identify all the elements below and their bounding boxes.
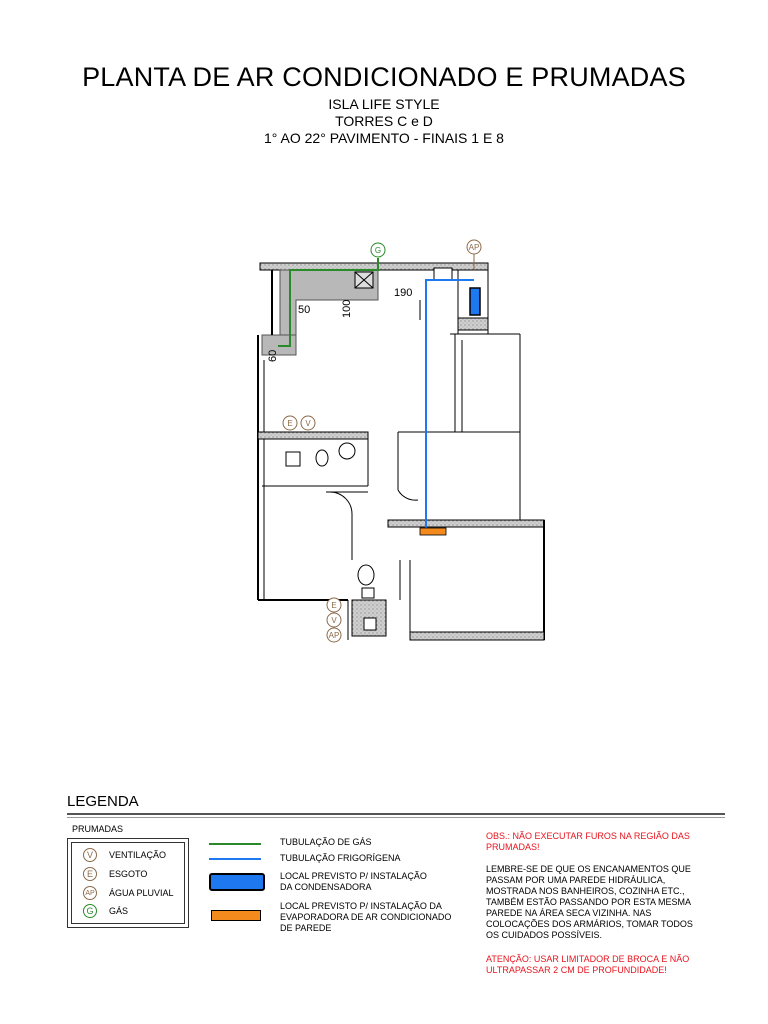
evaporadora-label: LOCAL PREVISTO P/ INSTALAÇÃO DA EVAPORAD… [280,901,451,934]
lembre-line-1: LEMBRE-SE DE QUE OS ENCANAMENTOS QUE [486,864,691,874]
obs-line-1: OBS.: NÃO EXECUTAR FUROS NA REGIÃO DAS [486,831,690,841]
evaporadora-swatch [211,910,261,921]
marker-ap-top: AP [469,243,480,252]
lembre-line-7: OS CUIDADOS POSSÍVEIS. [486,930,603,940]
lembre-line-2: PASSAM POR UMA PAREDE HIDRÁULICA, [486,875,666,885]
marker-ap-bath2: AP [329,631,340,640]
prumadas-box-inner [71,842,185,924]
dim-50: 50 [298,304,310,316]
legend-gas: G GÁS [83,902,128,920]
condensadora-label: LOCAL PREVISTO P/ INSTALAÇÃO DA CONDENSA… [280,871,427,893]
frig-line-label: TUBULAÇÃO FRIGORÍGENA [280,853,401,863]
evaporadora-label-3: DE PAREDE [280,923,332,933]
marker-v-bath1: V [305,419,311,428]
marker-v-bath2: V [331,616,337,625]
evaporator-location [419,527,447,536]
lembre-line-6: COLOCAÇÕES DOS ARMÁRIOS, TOMAR TODOS [486,919,693,929]
esgoto-label: ESGOTO [109,869,148,879]
agua-pluvial-label: ÁGUA PLUVIAL [109,888,174,898]
marker-e-bath1: E [287,419,292,428]
esgoto-symbol: E [83,867,97,881]
marker-g: G [375,246,381,255]
tower-label: TORRES C e D [335,113,433,129]
bath1-wall [257,431,369,440]
dim-60: 60 [267,350,279,362]
atencao-note: ATENÇÃO: USAR LIMITADOR DE BROCA E NÃO U… [486,954,726,976]
evaporadora-label-2: EVAPORADORA DE AR CONDICIONADO [280,912,452,922]
legend-title: LEGENDA [67,793,139,810]
ventilacao-symbol: V [83,848,97,862]
refrigerant-pipe-line [425,279,474,530]
legend-esgoto: E ESGOTO [83,865,147,883]
legend-agua-pluvial: AP ÁGUA PLUVIAL [83,884,174,902]
atencao-line-2: ULTRAPASSAR 2 CM DE PROFUNDIDADE! [486,965,667,975]
lembre-line-4: TAMBÉM ESTÃO PASSANDO POR ESTA MESMA [486,897,692,907]
top-wall [259,262,489,271]
dim-190: 190 [394,287,412,299]
condensadora-label-1: LOCAL PREVISTO P/ INSTALAÇÃO [280,871,427,881]
legend-rule [67,813,725,815]
legend-rule-thin [67,817,725,818]
atencao-line-1: ATENÇÃO: USAR LIMITADOR DE BROCA E NÃO [486,954,690,964]
gas-line-label: TUBULAÇÃO DE GÁS [280,837,372,847]
obs-line-2: PRUMADAS! [486,842,540,852]
ventilacao-label: VENTILAÇÃO [109,850,167,860]
condensadora-swatch [209,873,265,891]
lembre-line-3: MOSTRADA NOS BANHEIROS, COZINHA ETC., [486,886,685,896]
agua-pluvial-symbol: AP [83,886,97,900]
gas-line-swatch [209,843,261,845]
lembre-line-5: PAREDE NA ÁREA SECA VIZINHA. NAS [486,908,652,918]
floor-plan: 190 50 100 60 G AP E V E V AP [257,239,545,643]
condensadora-label-2: DA CONDENSADORA [280,882,372,892]
prumadas-label: PRUMADAS [72,824,124,834]
gas-symbol: G [83,904,97,918]
frig-line-swatch [209,858,261,860]
lembre-note: LEMBRE-SE DE QUE OS ENCANAMENTOS QUE PAS… [486,864,726,941]
legend-ventilacao: V VENTILAÇÃO [83,846,166,864]
marker-e-bath2: E [331,601,336,610]
obs-note: OBS.: NÃO EXECUTAR FUROS NA REGIÃO DAS P… [486,831,726,853]
page-title: PLANTA DE AR CONDICIONADO E PRUMADAS [82,62,686,92]
prumadas-box [67,838,189,928]
project-name: ISLA LIFE STYLE [328,96,440,112]
gas-label: GÁS [109,906,129,916]
dim-100: 100 [341,300,353,318]
evaporadora-label-1: LOCAL PREVISTO P/ INSTALAÇÃO DA [280,901,442,911]
bedroom-wall [387,519,545,528]
gas-pipe-line [278,258,379,347]
condenser-location [469,287,481,316]
floor-label: 1° AO 22° PAVIMENTO - FINAIS 1 E 8 [264,130,504,146]
